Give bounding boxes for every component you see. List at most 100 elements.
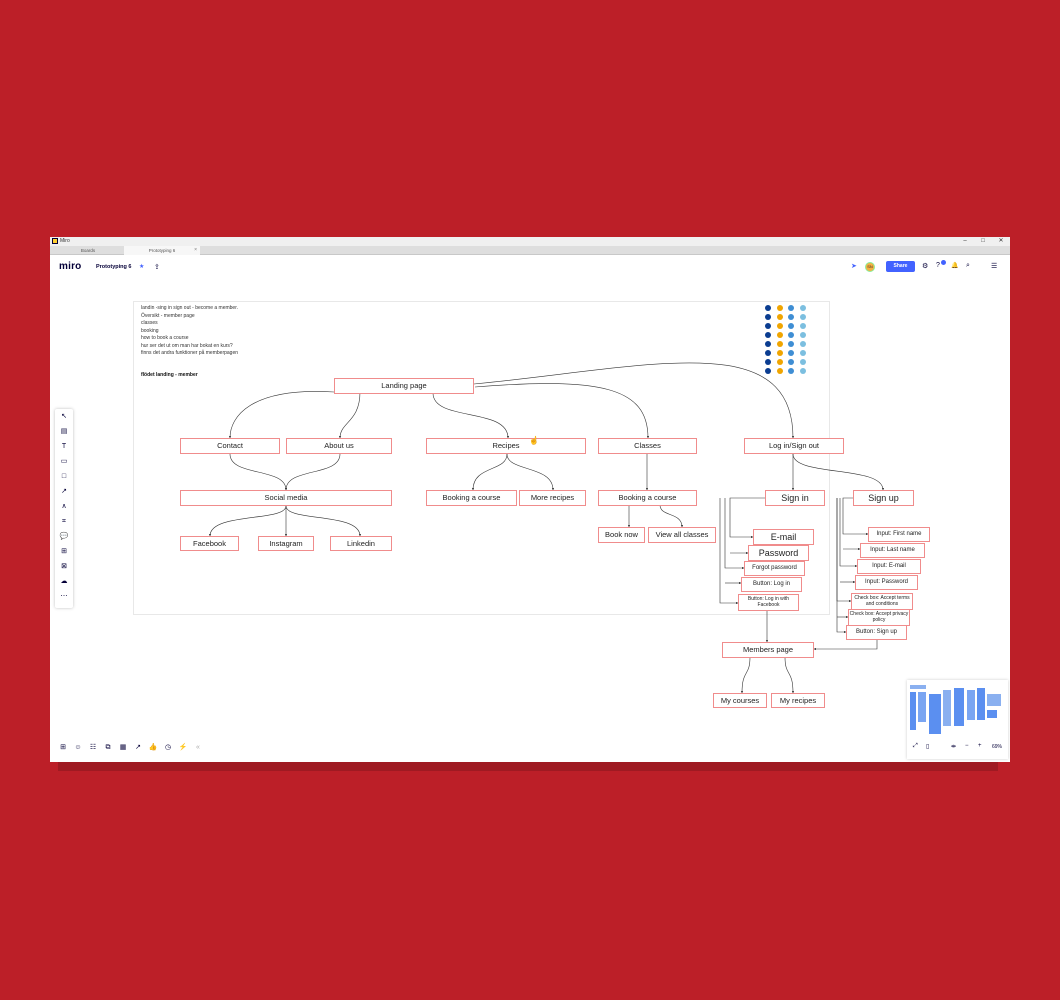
tab-prototyping-6[interactable]: Prototyping 6 × [124, 246, 200, 255]
node-input-last-name[interactable]: Input: Last name [860, 543, 925, 558]
color-dot[interactable] [788, 305, 794, 311]
zoom-level[interactable]: 69% [992, 744, 1003, 750]
node-button-sign-up[interactable]: Button: Sign up [846, 625, 907, 640]
color-dot[interactable] [788, 350, 794, 356]
color-dot[interactable] [788, 368, 794, 374]
node-input-email[interactable]: Input: E-mail [857, 559, 921, 574]
color-dot[interactable] [799, 332, 806, 338]
fit-to-screen-icon[interactable]: ⇹ [951, 744, 957, 750]
node-button-log-in-facebook[interactable]: Button: Log in with Facebook [738, 594, 799, 611]
node-sign-in[interactable]: Sign in [765, 490, 825, 506]
node-forgot-password[interactable]: Forgot password [744, 561, 805, 576]
flow-label[interactable]: flödet landing - member [141, 372, 198, 378]
node-login-signout[interactable]: Log in/Sign out [744, 438, 844, 454]
shape-tool-icon[interactable]: □ [61, 473, 67, 480]
color-dot[interactable] [776, 341, 783, 347]
upload-tool-icon[interactable]: ⊞ [61, 548, 67, 555]
frame[interactable] [133, 301, 830, 615]
notes-icon[interactable]: ☰ [991, 263, 998, 270]
node-about-us[interactable]: About us [286, 438, 392, 454]
text-tool-icon[interactable]: T [61, 443, 67, 450]
node-landing-page[interactable]: Landing page [334, 378, 474, 394]
node-password[interactable]: Password [748, 545, 809, 561]
color-dot[interactable] [799, 305, 806, 311]
embed-tool-icon[interactable]: ⊠ [61, 563, 67, 570]
color-dot[interactable] [765, 332, 771, 338]
close-window-button[interactable]: ✕ [998, 238, 1004, 244]
cards-icon[interactable]: ▦ [119, 744, 127, 751]
voting-icon[interactable]: 👍 [148, 744, 158, 751]
node-email[interactable]: E-mail [753, 529, 814, 545]
node-recipes[interactable]: Recipes [426, 438, 586, 454]
color-dot[interactable] [799, 323, 806, 329]
color-dot[interactable] [788, 314, 794, 320]
node-checkbox-privacy[interactable]: Check box: Accept privacy policy [848, 609, 910, 626]
close-tab-icon[interactable]: × [194, 247, 197, 253]
settings-icon[interactable]: ⚙ [922, 263, 929, 270]
color-dot[interactable] [765, 359, 771, 365]
color-dot[interactable] [788, 323, 794, 329]
color-dot[interactable] [788, 359, 794, 365]
sticky-note-tool-icon[interactable]: ▭ [60, 458, 68, 465]
node-more-recipes[interactable]: More recipes [519, 490, 586, 506]
minimap[interactable]: ⤢ ▯ ⇹ − + 69% [907, 680, 1008, 759]
color-dot[interactable] [776, 350, 783, 356]
node-checkbox-terms[interactable]: Check box: Accept terms and conditions [851, 593, 913, 610]
frame-tool-icon[interactable]: ⌗ [62, 518, 66, 525]
node-members-page[interactable]: Members page [722, 642, 814, 658]
search-icon[interactable]: ⌕ [966, 262, 970, 269]
fullscreen-icon[interactable]: ⤢ [913, 743, 918, 749]
color-dot[interactable] [765, 341, 771, 347]
color-dot[interactable] [765, 314, 771, 320]
connection-line-tool-icon[interactable]: ↗ [61, 488, 67, 495]
zoom-out-button[interactable]: − [965, 743, 969, 749]
color-dot[interactable] [788, 332, 794, 338]
node-contact[interactable]: Contact [180, 438, 280, 454]
select-tool-icon[interactable]: ↖ [61, 413, 67, 420]
node-instagram[interactable]: Instagram [258, 536, 314, 551]
timer-icon[interactable]: ◷ [164, 744, 172, 751]
node-my-recipes[interactable]: My recipes [771, 693, 825, 708]
color-dot[interactable] [799, 359, 806, 365]
color-dot[interactable] [776, 305, 783, 311]
color-dot[interactable] [799, 314, 806, 320]
maximize-button[interactable]: □ [981, 238, 985, 244]
node-book-now[interactable]: Book now [598, 527, 645, 543]
more-tools-icon[interactable]: ⋯ [60, 593, 68, 600]
color-dot[interactable] [776, 368, 783, 374]
node-input-first-name[interactable]: Input: First name [868, 527, 930, 542]
help-icon[interactable]: ? [936, 262, 940, 269]
star-icon[interactable]: ★ [139, 264, 145, 270]
lightning-icon[interactable]: ⚡ [178, 744, 188, 751]
presentation-icon[interactable]: ↗ [135, 744, 141, 751]
pointer-icon[interactable]: ➤ [851, 263, 857, 270]
node-booking-course[interactable]: Booking a course [598, 490, 697, 506]
share-button[interactable]: Share [886, 261, 915, 272]
minimize-button[interactable]: – [963, 238, 967, 244]
templates-tool-icon[interactable]: ▤ [60, 428, 68, 435]
zoom-in-button[interactable]: + [978, 743, 982, 749]
map-icon[interactable]: ▯ [926, 744, 930, 750]
color-dot[interactable] [799, 341, 806, 347]
screen-share-icon[interactable]: ⧉ [105, 744, 111, 751]
color-dot[interactable] [776, 359, 783, 365]
color-dot[interactable] [799, 350, 806, 356]
node-input-password[interactable]: Input: Password [855, 575, 918, 590]
node-booking-course[interactable]: Booking a course [426, 490, 517, 506]
color-dot[interactable] [765, 368, 771, 374]
node-button-log-in[interactable]: Button: Log in [741, 577, 802, 592]
bell-icon[interactable]: 🔔 [951, 263, 959, 269]
frames-icon[interactable]: ⊞ [60, 744, 66, 751]
node-sign-up[interactable]: Sign up [853, 490, 914, 506]
apps-tool-icon[interactable]: ☁ [60, 578, 68, 585]
avatar[interactable]: SN [865, 262, 875, 272]
color-dot[interactable] [776, 323, 783, 329]
board-name[interactable]: Prototyping 6 [96, 264, 132, 270]
node-my-courses[interactable]: My courses [713, 693, 767, 708]
color-dot[interactable] [765, 350, 771, 356]
reactions-icon[interactable]: ☺ [74, 744, 82, 751]
comment-tool-icon[interactable]: 💬 [59, 533, 69, 540]
export-icon[interactable]: ⇪ [154, 264, 160, 271]
node-facebook[interactable]: Facebook [180, 536, 239, 551]
comments-icon[interactable]: ☷ [89, 744, 97, 751]
